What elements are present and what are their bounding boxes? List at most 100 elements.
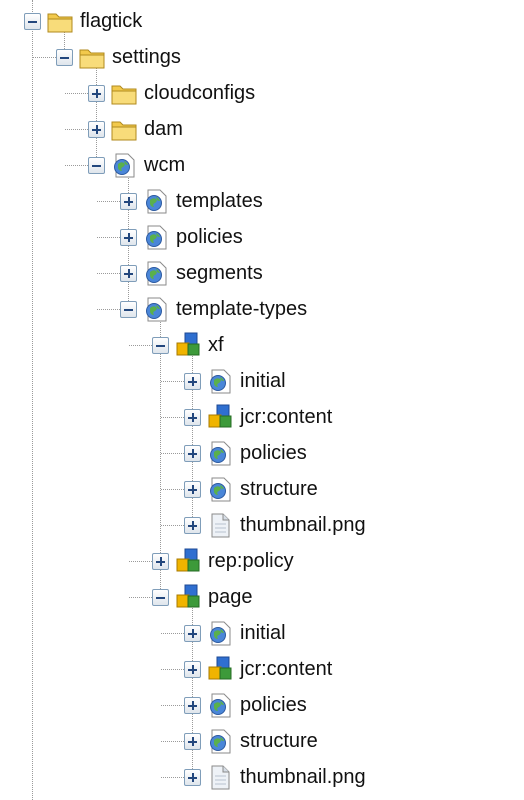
page-globe-icon xyxy=(142,259,170,287)
tree-node[interactable]: policies xyxy=(0,687,524,723)
expand-toggle-icon[interactable] xyxy=(152,553,169,570)
tree-connector xyxy=(161,381,184,382)
tree-node-label[interactable]: jcr:content xyxy=(240,406,333,428)
tree-node-label[interactable]: policies xyxy=(240,694,307,716)
tree-connector xyxy=(32,0,33,800)
tree-node-label[interactable]: wcm xyxy=(144,154,186,176)
tree-node-label[interactable]: segments xyxy=(176,262,263,284)
tree-node-label[interactable]: jcr:content xyxy=(240,658,333,680)
tree-node-label[interactable]: initial xyxy=(240,622,286,644)
page-globe-icon xyxy=(206,727,234,755)
tree-node-label[interactable]: templates xyxy=(176,190,263,212)
expand-toggle-icon[interactable] xyxy=(120,193,137,210)
tree-node[interactable]: initial xyxy=(0,615,524,651)
tree-connector xyxy=(161,669,184,670)
tree-node-label[interactable]: thumbnail.png xyxy=(240,766,366,788)
collapse-toggle-icon[interactable] xyxy=(24,13,41,30)
file-icon xyxy=(206,511,234,539)
folder-icon xyxy=(78,43,106,71)
tree-node[interactable]: structure xyxy=(0,471,524,507)
tree-connector xyxy=(97,309,120,310)
expand-toggle-icon[interactable] xyxy=(88,85,105,102)
expand-toggle-icon[interactable] xyxy=(184,661,201,678)
tree-connector xyxy=(129,597,152,598)
tree-connector xyxy=(161,417,184,418)
folder-icon xyxy=(110,79,138,107)
component-cubes-icon xyxy=(174,547,202,575)
tree-connector xyxy=(97,273,120,274)
tree-node-label[interactable]: structure xyxy=(240,730,318,752)
tree-connector xyxy=(97,237,120,238)
tree-node-label[interactable]: initial xyxy=(240,370,286,392)
tree-node-label[interactable]: policies xyxy=(240,442,307,464)
collapse-toggle-icon[interactable] xyxy=(152,337,169,354)
tree-node[interactable]: wcm xyxy=(0,147,524,183)
tree-node-label[interactable]: thumbnail.png xyxy=(240,514,366,536)
tree-node-label[interactable]: rep:policy xyxy=(208,550,294,572)
tree-connector xyxy=(161,633,184,634)
expand-toggle-icon[interactable] xyxy=(184,769,201,786)
collapse-toggle-icon[interactable] xyxy=(120,301,137,318)
expand-toggle-icon[interactable] xyxy=(184,409,201,426)
tree-node[interactable]: dam xyxy=(0,111,524,147)
expand-toggle-icon[interactable] xyxy=(184,445,201,462)
tree-node[interactable]: flagtick xyxy=(0,3,524,39)
tree-node[interactable]: jcr:content xyxy=(0,399,524,435)
page-globe-icon xyxy=(142,187,170,215)
expand-toggle-icon[interactable] xyxy=(184,625,201,642)
tree-node-label[interactable]: flagtick xyxy=(80,10,143,32)
tree-node-label[interactable]: template-types xyxy=(176,298,308,320)
tree-connector xyxy=(161,705,184,706)
tree-node[interactable]: settings xyxy=(0,39,524,75)
tree-connector xyxy=(161,489,184,490)
file-icon xyxy=(206,763,234,791)
tree-node[interactable]: thumbnail.png xyxy=(0,759,524,795)
tree-connector xyxy=(129,561,152,562)
collapse-toggle-icon[interactable] xyxy=(88,157,105,174)
collapse-toggle-icon[interactable] xyxy=(152,589,169,606)
collapse-toggle-icon[interactable] xyxy=(56,49,73,66)
page-globe-icon xyxy=(142,223,170,251)
tree-connector xyxy=(33,57,56,58)
tree-node[interactable]: initial xyxy=(0,363,524,399)
expand-toggle-icon[interactable] xyxy=(88,121,105,138)
expand-toggle-icon[interactable] xyxy=(184,697,201,714)
tree-node-label[interactable]: settings xyxy=(112,46,181,68)
tree-node[interactable]: cloudconfigs xyxy=(0,75,524,111)
tree-node[interactable]: rep:policy xyxy=(0,543,524,579)
tree-node-label[interactable]: xf xyxy=(208,334,224,356)
tree-connector xyxy=(161,453,184,454)
page-globe-icon xyxy=(110,151,138,179)
tree-node-label[interactable]: policies xyxy=(176,226,243,248)
expand-toggle-icon[interactable] xyxy=(184,517,201,534)
page-globe-icon xyxy=(206,475,234,503)
tree-connector xyxy=(160,317,161,597)
tree-node-label[interactable]: page xyxy=(208,586,253,608)
tree-node-label[interactable]: structure xyxy=(240,478,318,500)
expand-toggle-icon[interactable] xyxy=(120,265,137,282)
tree-node[interactable]: segments xyxy=(0,255,524,291)
tree-connector xyxy=(129,345,152,346)
folder-icon xyxy=(46,7,74,35)
tree-node[interactable]: policies xyxy=(0,219,524,255)
expand-toggle-icon[interactable] xyxy=(184,733,201,750)
tree-node[interactable]: jcr:content xyxy=(0,651,524,687)
tree-node-label[interactable]: dam xyxy=(144,118,183,140)
component-cubes-icon xyxy=(174,583,202,611)
tree-node[interactable]: thumbnail.png xyxy=(0,507,524,543)
tree-node[interactable]: xf xyxy=(0,327,524,363)
tree-connector xyxy=(192,605,193,777)
tree-node-label[interactable]: cloudconfigs xyxy=(144,82,256,104)
expand-toggle-icon[interactable] xyxy=(120,229,137,246)
tree-node[interactable]: structure xyxy=(0,723,524,759)
tree-node[interactable]: policies xyxy=(0,435,524,471)
tree-node[interactable]: template-types xyxy=(0,291,524,327)
component-cubes-icon xyxy=(174,331,202,359)
page-globe-icon xyxy=(206,439,234,467)
tree-node[interactable]: templates xyxy=(0,183,524,219)
tree-node[interactable]: page xyxy=(0,579,524,615)
expand-toggle-icon[interactable] xyxy=(184,481,201,498)
expand-toggle-icon[interactable] xyxy=(184,373,201,390)
folder-icon xyxy=(110,115,138,143)
